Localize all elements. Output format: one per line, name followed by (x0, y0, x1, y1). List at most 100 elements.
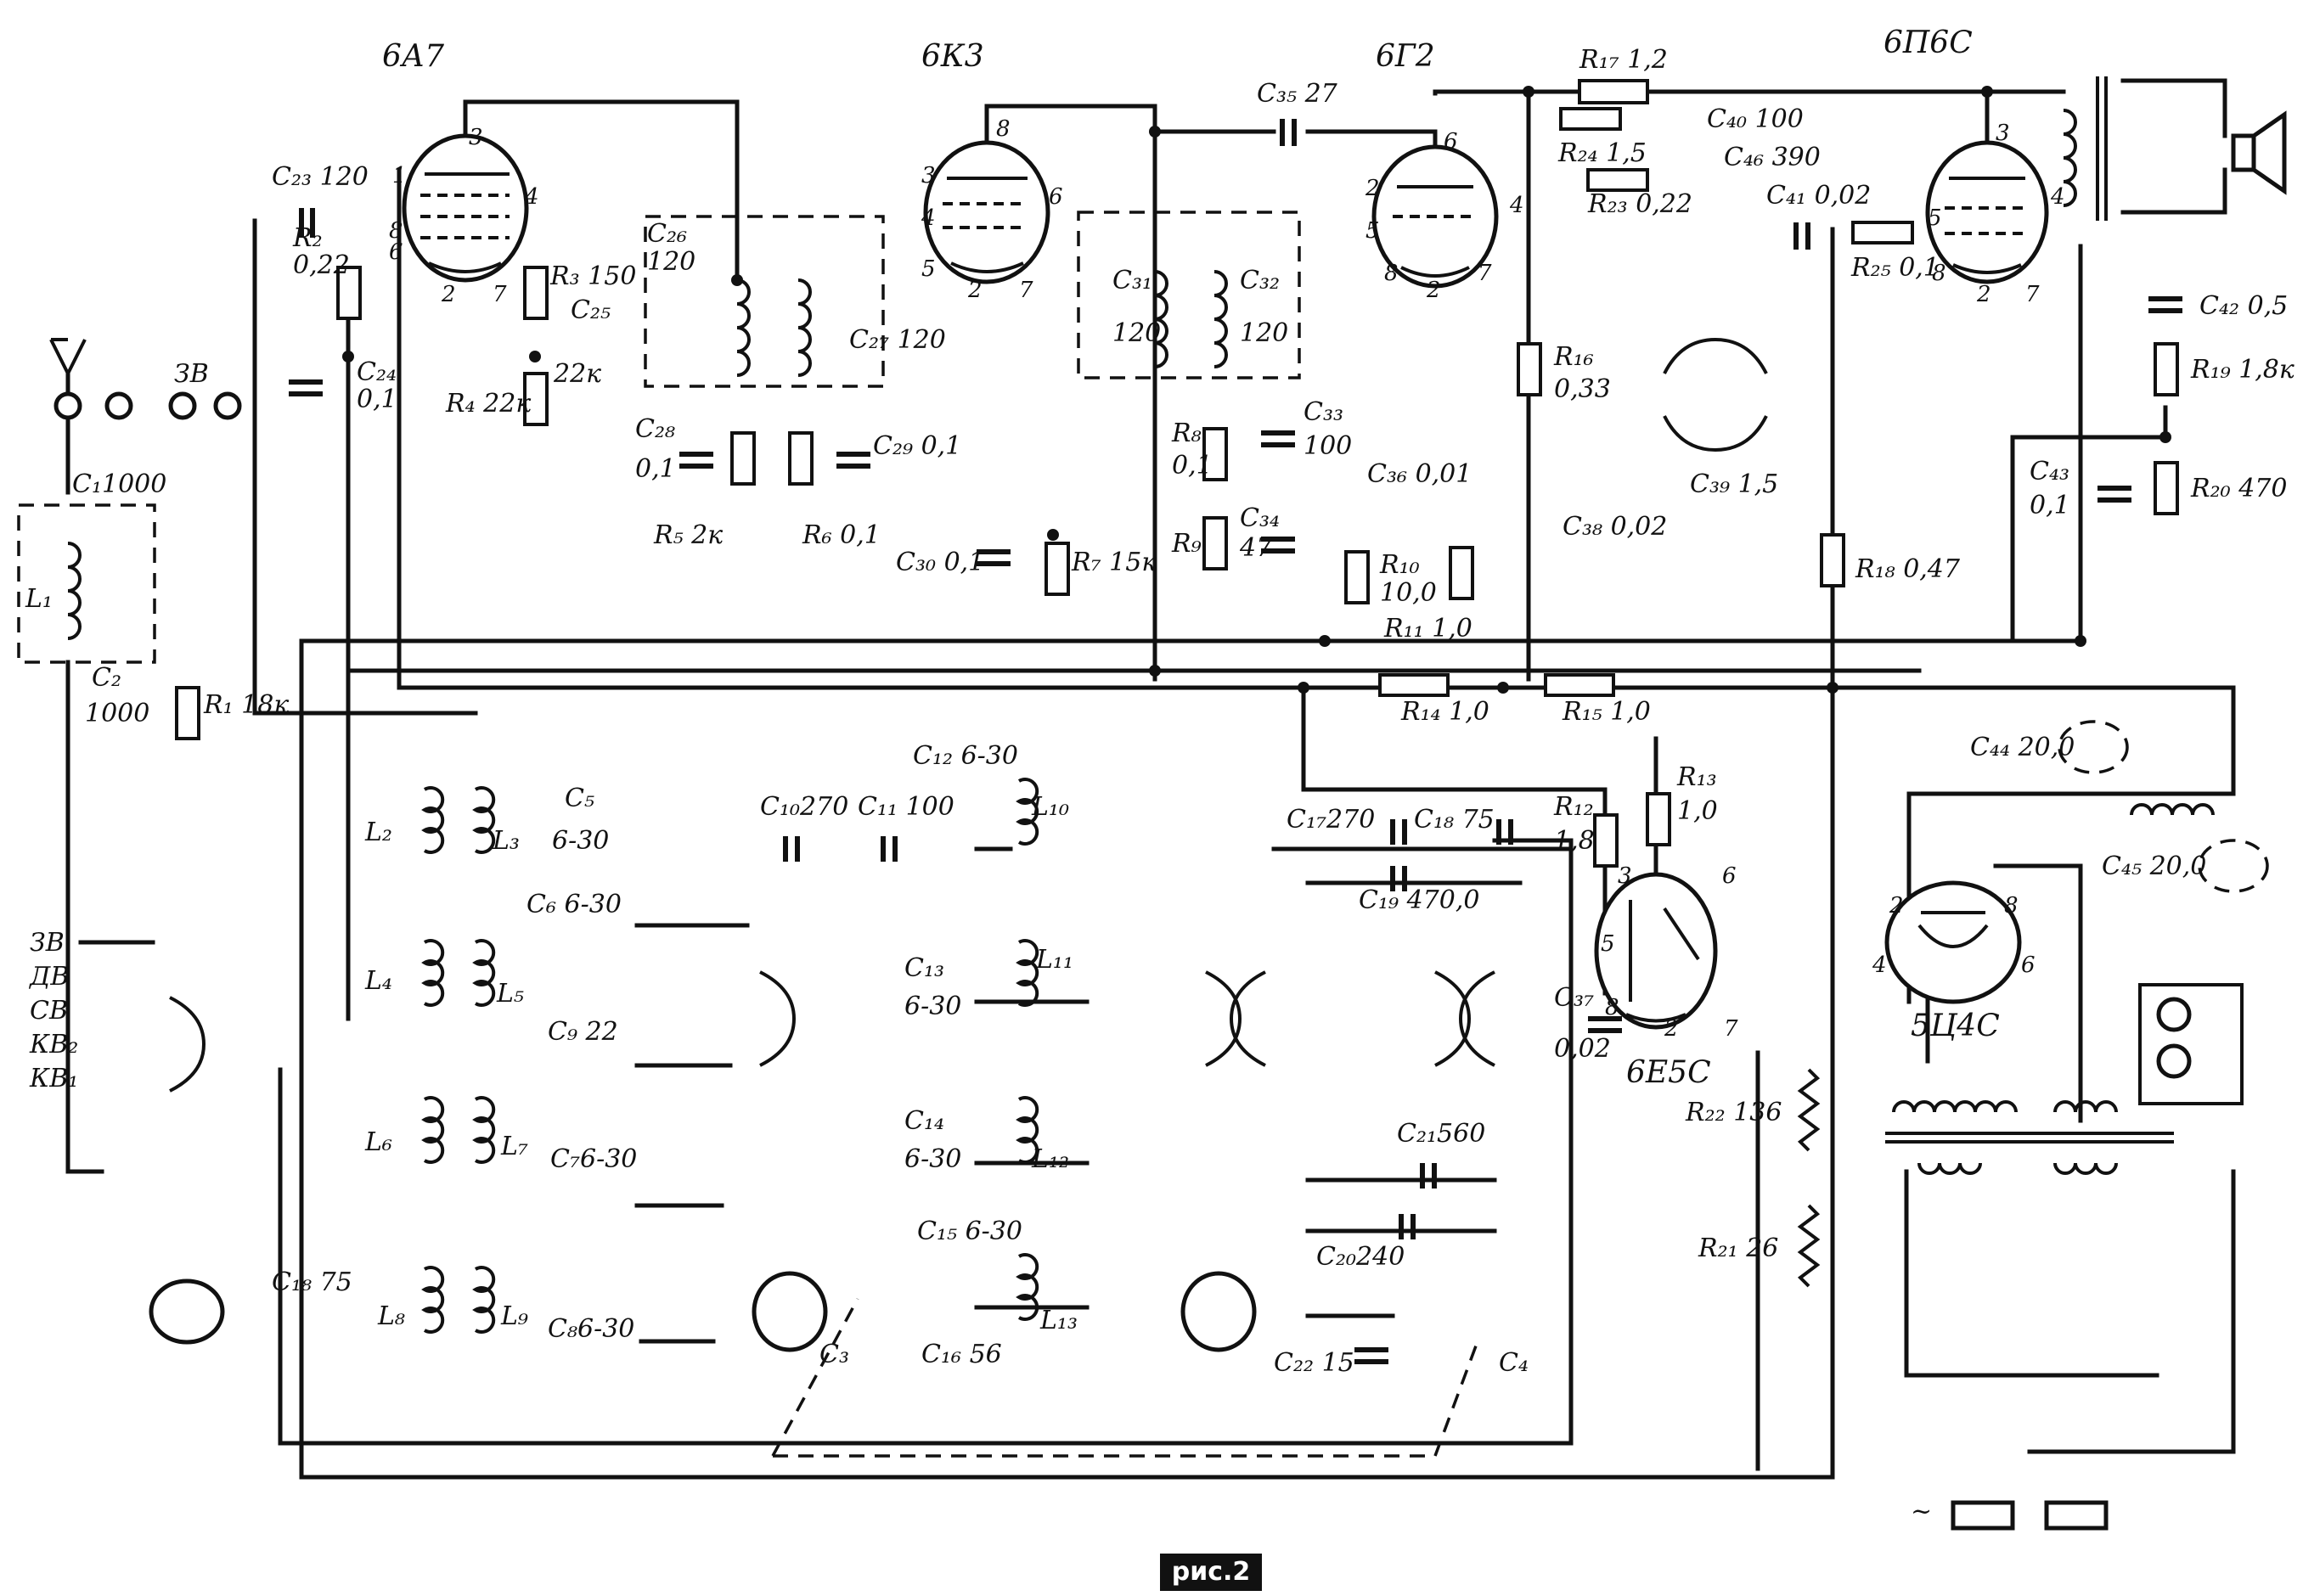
label-c12: C₁₂ 6-30 (913, 741, 1018, 771)
label-c35: C₃₅ 27 (1257, 79, 1338, 109)
antenna-icon (49, 338, 87, 378)
label-c5-value: 6-30 (552, 826, 609, 856)
switch-label-dv: ДВ (28, 962, 69, 992)
label-c32-value: 120 (1240, 318, 1288, 348)
label-c36: C₃₆ 0,01 (1367, 459, 1472, 489)
svg-text:2: 2 (1426, 278, 1441, 303)
svg-text:2: 2 (967, 278, 983, 303)
label-r12-value: 1,8 (1554, 826, 1595, 856)
svg-text:3: 3 (1618, 863, 1632, 889)
svg-text:5: 5 (1928, 205, 1942, 231)
svg-text:3: 3 (921, 163, 936, 188)
tube-label-6p6s: 6П6С (1884, 25, 1973, 60)
svg-text:4: 4 (1872, 953, 1887, 978)
label-l13: L₁₃ (1039, 1306, 1078, 1335)
svg-text:7: 7 (1478, 261, 1492, 286)
label-l12: L₁₂ (1031, 1144, 1069, 1174)
label-r13-value: 1,0 (1677, 796, 1718, 826)
label-r5: R₅ 2к (653, 520, 723, 550)
label-c25-value: 22к (553, 359, 601, 389)
label-r14: R₁₄ 1,0 (1400, 697, 1489, 727)
svg-text:5: 5 (1365, 218, 1380, 244)
label-c11: C₁₁ 100 (858, 792, 954, 822)
label-r22: R₂₂ 136 (1685, 1098, 1782, 1127)
label-l9: L₉ (500, 1301, 528, 1331)
ground-terminal (104, 391, 133, 420)
tube-label-6g2: 6Г2 (1376, 39, 1435, 74)
label-c2: C₂ (92, 663, 121, 693)
svg-text:2: 2 (1664, 1016, 1679, 1042)
svg-text:6: 6 (389, 239, 403, 265)
label-c33-value: 100 (1304, 431, 1352, 461)
label-l4: L₄ (364, 966, 392, 996)
svg-text:7: 7 (2025, 282, 2040, 307)
label-c18-left: C₁₈ 75 (272, 1267, 352, 1297)
label-c3: C₃ (819, 1340, 849, 1369)
label-c44: C₄₄ 20,0 (1970, 733, 2075, 762)
label-c25: C₂₅ (571, 295, 611, 325)
label-c6: C₆ 6-30 (526, 890, 622, 919)
label-r10-value: 10,0 (1380, 578, 1437, 608)
label-l11: L₁₁ (1035, 945, 1073, 975)
svg-text:2: 2 (441, 282, 456, 307)
junction-dots (342, 86, 2171, 694)
phono-jack (149, 1278, 225, 1345)
label-r23: R₂₃ 0,22 (1587, 189, 1692, 219)
label-c42: C₄₂ 0,5 (2199, 291, 2288, 321)
svg-text:3: 3 (469, 125, 483, 150)
label-r8: R₈ (1171, 419, 1202, 448)
resistors (175, 79, 2179, 868)
label-r17: R₁₇ 1,2 (1579, 45, 1668, 75)
label-c10: C₁₀270 (760, 792, 848, 822)
label-c24-value: 0,1 (357, 385, 397, 414)
label-c31: C₃₁ (1112, 266, 1152, 295)
label-c2-value: 1000 (85, 699, 149, 728)
tube-5c4c (1884, 880, 2022, 1004)
svg-text:4: 4 (524, 184, 539, 210)
label-c14: C₁₄ (904, 1106, 944, 1136)
label-r25: R₂₅ 0,1 (1850, 253, 1940, 283)
label-c26-value: 120 (647, 247, 695, 277)
label-r13: R₁₃ (1676, 762, 1717, 792)
svg-text:8: 8 (389, 218, 403, 244)
label-c28: C₂₈ (635, 414, 675, 444)
tuning-dial-left (752, 1271, 828, 1352)
svg-text:4: 4 (1509, 193, 1524, 218)
switch-label-sv: СВ (30, 996, 68, 1026)
label-l10: L₁₀ (1031, 792, 1069, 822)
svg-text:7: 7 (1019, 278, 1033, 303)
label-c13: C₁₃ (904, 953, 944, 983)
label-c20: C₂₀240 (1316, 1242, 1405, 1272)
switch-label-kv1: КВ₁ (29, 1064, 78, 1093)
label-r19: R₁₉ 1,8к (2190, 355, 2295, 385)
speaker-icon (2231, 110, 2287, 195)
label-c4: C₄ (1499, 1348, 1529, 1378)
antenna-terminal (53, 391, 82, 420)
label-r2: R₂ (292, 223, 323, 253)
label-r7: R₇ 15к (1071, 548, 1157, 577)
label-c15: C₁₅ 6-30 (917, 1217, 1022, 1246)
tube-6g2 (1371, 144, 1499, 289)
label-c9: C₉ 22 (548, 1017, 618, 1047)
label-l1: L₁ (25, 584, 53, 614)
label-c31-value: 120 (1112, 318, 1161, 348)
gang-capacitor-link-2 (773, 1340, 1479, 1458)
mains-plug: ~ (1911, 1497, 2109, 1531)
coils (67, 109, 2215, 1334)
label-r4: R₄ 22к (445, 389, 531, 419)
svg-text:6: 6 (1722, 863, 1737, 889)
label-c32: C₃₂ (1240, 266, 1280, 295)
label-l3: L₃ (492, 826, 520, 856)
label-l6: L₆ (364, 1127, 392, 1157)
label-c19: C₁₉ 470,0 (1359, 885, 1479, 915)
switch-label-kv2: КВ₂ (29, 1030, 78, 1059)
capacitor-c45-outline (2198, 839, 2269, 893)
svg-text:1: 1 (392, 163, 407, 188)
tube-label-5c4c: 5Ц4С (1911, 1009, 2000, 1043)
tube-label-6e5c: 6Е5С (1626, 1055, 1711, 1090)
label-r10: R₁₀ (1379, 550, 1420, 580)
tube-6a7 (402, 133, 529, 283)
svg-text:5: 5 (921, 256, 936, 282)
svg-text:8: 8 (2004, 893, 2019, 919)
